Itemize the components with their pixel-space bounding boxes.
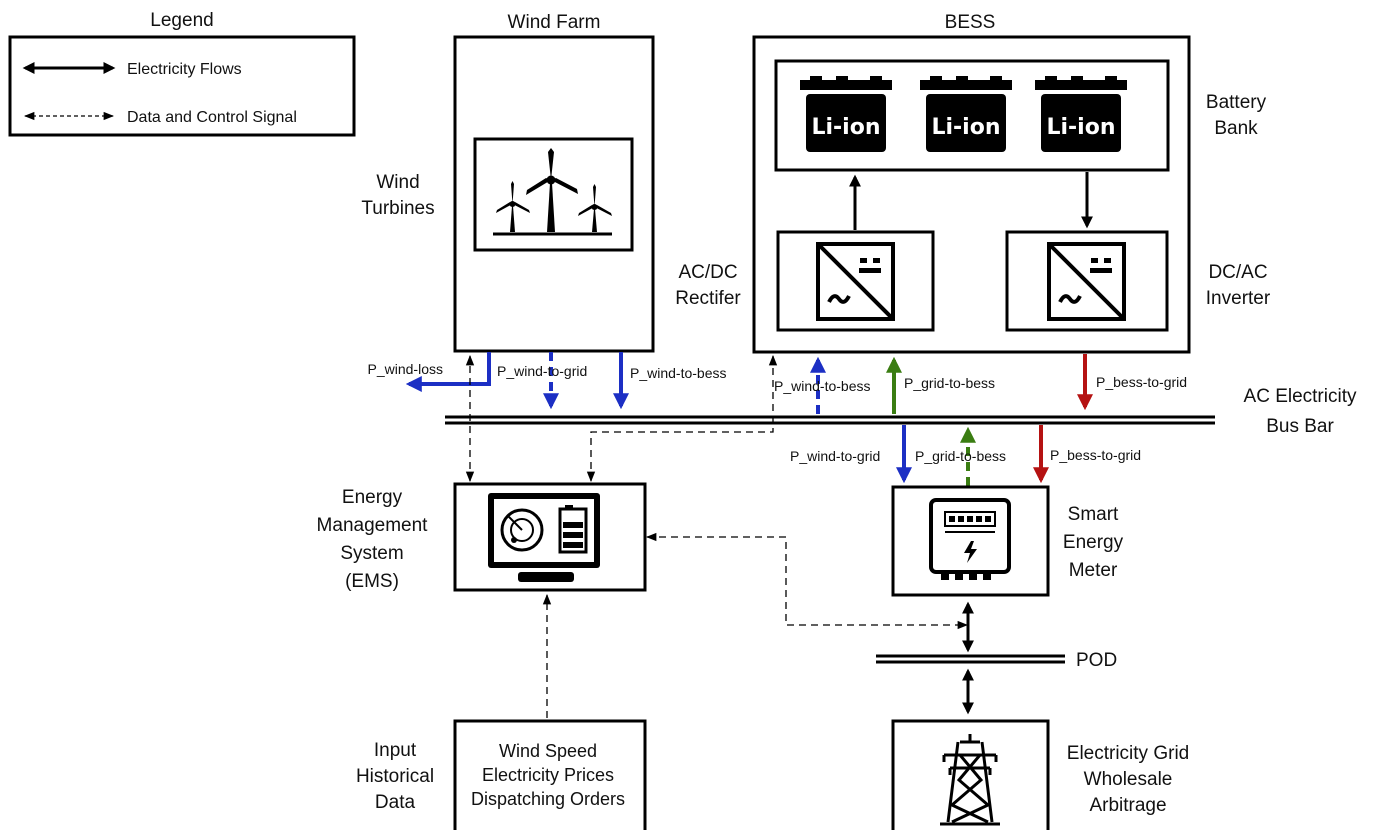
wind-turbines-label-2: Turbines [361,198,434,219]
bess: BESS Battery Bank Li-ion Li-ion Li-ion [675,12,1271,354]
ems-label-4: (EMS) [345,571,399,592]
ac-bus-bar: AC Electricity Bus Bar [445,386,1357,437]
bess-title: BESS [945,12,996,33]
battery-icon-3: Li-ion [1035,76,1127,152]
bus-to-meter-bess-label: P_bess-to-grid [1050,447,1141,463]
bus-to-meter-wind-label: P_wind-to-grid [790,448,880,464]
inverter-label-1: DC/AC [1208,262,1267,283]
input-data: Input Historical Data Wind Speed Electri… [356,719,647,830]
ems-label-3: System [340,543,403,564]
battery-label-3: Li-ion [1046,115,1115,140]
pod-bus: POD [876,650,1117,671]
input-item-dispatching-orders: Dispatching Orders [471,789,625,809]
wind-farm-title: Wind Farm [508,12,601,33]
input-item-wind-speed: Wind Speed [499,741,597,761]
smart-meter: Smart Energy Meter [891,485,1124,597]
wind-turbine-icon [493,148,612,236]
legend-data-label: Data and Control Signal [127,109,297,126]
legend: Legend Electricity Flows Data and Contro… [8,10,356,137]
battery-bank-label-2: Bank [1214,118,1258,139]
wind-loss-arrow [405,352,491,392]
bus-to-bess-wind-label: P_wind-to-bess [774,378,871,394]
wind-to-grid-label: P_wind-to-grid [497,363,587,379]
input-data-box [453,719,647,830]
input-label-1: Input [374,740,417,761]
input-item-electricity-prices: Electricity Prices [482,765,614,785]
transmission-tower-icon [940,734,1000,826]
grid-box [891,719,1050,830]
grid-label-2: Wholesale [1084,769,1173,790]
meter-label-1: Smart [1068,504,1119,525]
wind-loss-label: P_wind-loss [368,361,443,377]
meter-label-3: Meter [1069,560,1118,581]
wind-turbines-label-1: Wind [376,172,419,193]
bess-box [752,35,1191,354]
meter-to-bus-grid-label: P_grid-to-bess [915,448,1006,464]
converter-icon [816,242,895,321]
inverter-label-2: Inverter [1206,288,1271,309]
legend-electricity-label: Electricity Flows [127,61,242,78]
ems-box [453,482,647,592]
monitor-icon [488,493,600,582]
power-flows: P_wind-loss P_wind-to-grid P_wind-to-bes… [368,352,1187,486]
rectifier-label-1: AC/DC [678,262,737,283]
data-signals [465,354,969,718]
bess-to-bus-label: P_bess-to-grid [1096,374,1187,390]
ems: Energy Management System (EMS) [317,482,647,592]
wind-farm-box [453,35,655,353]
battery-label-2: Li-ion [931,115,1000,140]
input-label-3: Data [375,792,416,813]
wind-to-bess-label: P_wind-to-bess [630,365,727,381]
bus-to-bess-grid-label: P_grid-to-bess [904,375,995,391]
meter-label-2: Energy [1063,532,1124,553]
smart-meter-box [891,485,1050,597]
battery-label-1: Li-ion [811,115,880,140]
meter-icon [929,498,1011,580]
ems-to-meter-signal [645,532,969,630]
rectifier-label-2: Rectifer [675,288,741,309]
inverter-box [1005,230,1169,332]
rectifier-box [776,230,935,332]
grid-label-1: Electricity Grid [1067,743,1189,764]
legend-title: Legend [150,10,213,31]
battery-icon-2: Li-ion [920,76,1012,152]
legend-box [8,35,356,137]
input-label-2: Historical [356,766,434,787]
wind-farm: Wind Farm Wind Turbines [361,12,655,353]
electricity-grid: Electricity Grid Wholesale Arbitrage [891,719,1189,830]
pod-label: POD [1076,650,1117,671]
bus-bar-label-1: AC Electricity [1244,386,1357,407]
grid-label-3: Arbitrage [1089,795,1166,816]
ems-label-2: Management [317,515,429,536]
converter-icon [1047,242,1126,321]
battery-bank-label-1: Battery [1206,92,1267,113]
battery-bank-box [774,59,1170,172]
wind-turbines-box [473,137,634,252]
ems-to-bess-signal [586,354,778,483]
bus-bar-label-2: Bus Bar [1266,416,1334,437]
battery-icon-1: Li-ion [800,76,892,152]
ems-label-1: Energy [342,487,403,508]
